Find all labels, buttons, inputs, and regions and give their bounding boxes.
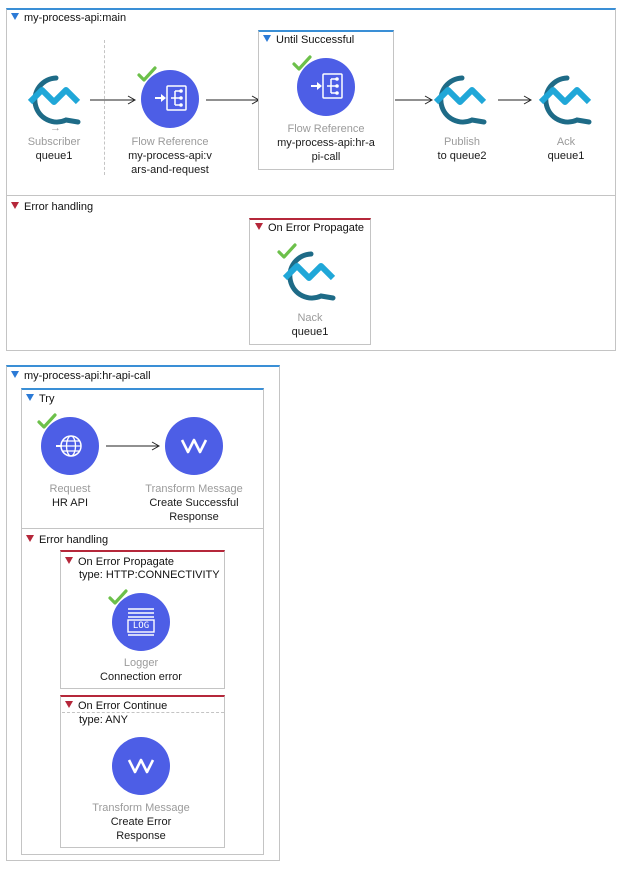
on-error-continue-header-divider — [62, 712, 224, 713]
until-successful-title: Until Successful — [276, 34, 355, 46]
collapse-triangle-icon[interactable] — [11, 371, 19, 378]
flow-reference-icon — [311, 73, 343, 99]
subscriber-type-label: Subscriber — [27, 136, 81, 148]
check-icon — [277, 243, 297, 259]
on-error-propagate-type: type: HTTP:CONNECTIVITY — [79, 569, 220, 581]
dataweave-icon — [180, 438, 208, 454]
source-separator — [104, 40, 105, 175]
on-error-propagate-header[interactable]: On Error Propagate — [65, 556, 174, 569]
collapse-triangle-icon[interactable] — [263, 35, 271, 42]
subscriber-name: queue1 — [35, 150, 73, 162]
check-icon — [137, 66, 157, 82]
flow-reference-icon — [155, 85, 187, 111]
flow-ref-1-type-label: Flow Reference — [131, 136, 209, 148]
collapse-triangle-icon[interactable] — [11, 13, 19, 20]
transform-error-name: Create Error Response — [110, 816, 172, 842]
ack-type-label: Ack — [556, 136, 576, 148]
error-handling-header[interactable]: Error handling — [11, 201, 93, 214]
anypoint-mq-icon[interactable] — [281, 251, 339, 301]
flow-ref-1-name: my-process-api:vars-and-request — [128, 150, 212, 176]
try-error-handling-title: Error handling — [39, 534, 109, 546]
flow-arrow — [106, 441, 161, 451]
collapse-triangle-icon[interactable] — [11, 202, 19, 209]
dataweave-icon — [127, 758, 155, 774]
try-error-handling-header[interactable]: Error handling — [26, 534, 108, 547]
anypoint-mq-icon[interactable] — [432, 75, 490, 125]
logger-icon-text: LOG — [132, 621, 150, 631]
publish-name: to queue2 — [437, 150, 487, 162]
flow-reference-component[interactable] — [141, 70, 199, 128]
until-successful-header[interactable]: Until Successful — [263, 34, 354, 47]
source-arrow-icon: → — [50, 122, 61, 134]
collapse-triangle-icon[interactable] — [255, 223, 263, 230]
nack-name: queue1 — [291, 326, 329, 338]
logger-name: Connection error — [100, 671, 182, 683]
nack-type-label: Nack — [297, 312, 323, 324]
on-error-propagate-title: On Error Propagate — [268, 222, 364, 234]
logger-type-label: Logger — [123, 657, 159, 669]
request-type-label: Request — [49, 483, 91, 495]
transform-message-component[interactable] — [112, 737, 170, 795]
error-handling-divider — [7, 195, 615, 196]
collapse-triangle-icon[interactable] — [26, 535, 34, 542]
on-error-propagate-header[interactable]: On Error Propagate — [255, 222, 364, 235]
on-error-continue-title: On Error Continue — [78, 700, 168, 712]
on-error-propagate-scope[interactable] — [249, 218, 371, 345]
globe-icon — [56, 435, 82, 457]
transform-success-type-label: Transform Message — [145, 483, 243, 495]
flow-arrow — [206, 95, 261, 105]
transform-message-component[interactable] — [165, 417, 223, 475]
flow-arrow — [395, 95, 434, 105]
collapse-triangle-icon[interactable] — [65, 557, 73, 564]
flow-arrow — [498, 95, 533, 105]
on-error-continue-type: type: ANY — [79, 714, 128, 726]
publish-type-label: Publish — [443, 136, 481, 148]
main-flow-title: my-process-api:main — [24, 12, 127, 24]
flow-ref-2-type-label: Flow Reference — [287, 123, 365, 135]
check-icon — [292, 55, 312, 71]
transform-error-type-label: Transform Message — [92, 802, 190, 814]
anypoint-mq-icon[interactable] — [537, 75, 595, 125]
try-header[interactable]: Try — [26, 393, 54, 406]
collapse-triangle-icon[interactable] — [26, 394, 34, 401]
collapse-triangle-icon[interactable] — [65, 701, 73, 708]
on-error-propagate-title: On Error Propagate — [78, 556, 174, 568]
flow-arrow — [90, 95, 137, 105]
request-name: HR API — [51, 497, 89, 509]
flow-reference-component[interactable] — [297, 58, 355, 116]
try-title: Try — [39, 393, 55, 405]
sub-flow-title: my-process-api:hr-api-call — [24, 370, 151, 382]
ack-name: queue1 — [547, 150, 585, 162]
flow-ref-2-name: my-process-api:hr-api-call — [277, 137, 375, 163]
transform-success-name: Create Successful Response — [149, 497, 239, 523]
error-handling-title: Error handling — [24, 201, 94, 213]
logger-component[interactable] — [112, 593, 170, 651]
on-error-continue-header[interactable]: On Error Continue — [65, 700, 167, 713]
logger-icon — [127, 608, 155, 636]
anypoint-mq-icon[interactable] — [26, 75, 84, 125]
main-flow-header[interactable]: my-process-api:main — [11, 12, 126, 25]
error-handling-divider — [22, 528, 263, 529]
check-icon — [37, 413, 57, 429]
sub-flow-header[interactable]: my-process-api:hr-api-call — [11, 370, 151, 383]
check-icon — [108, 589, 128, 605]
